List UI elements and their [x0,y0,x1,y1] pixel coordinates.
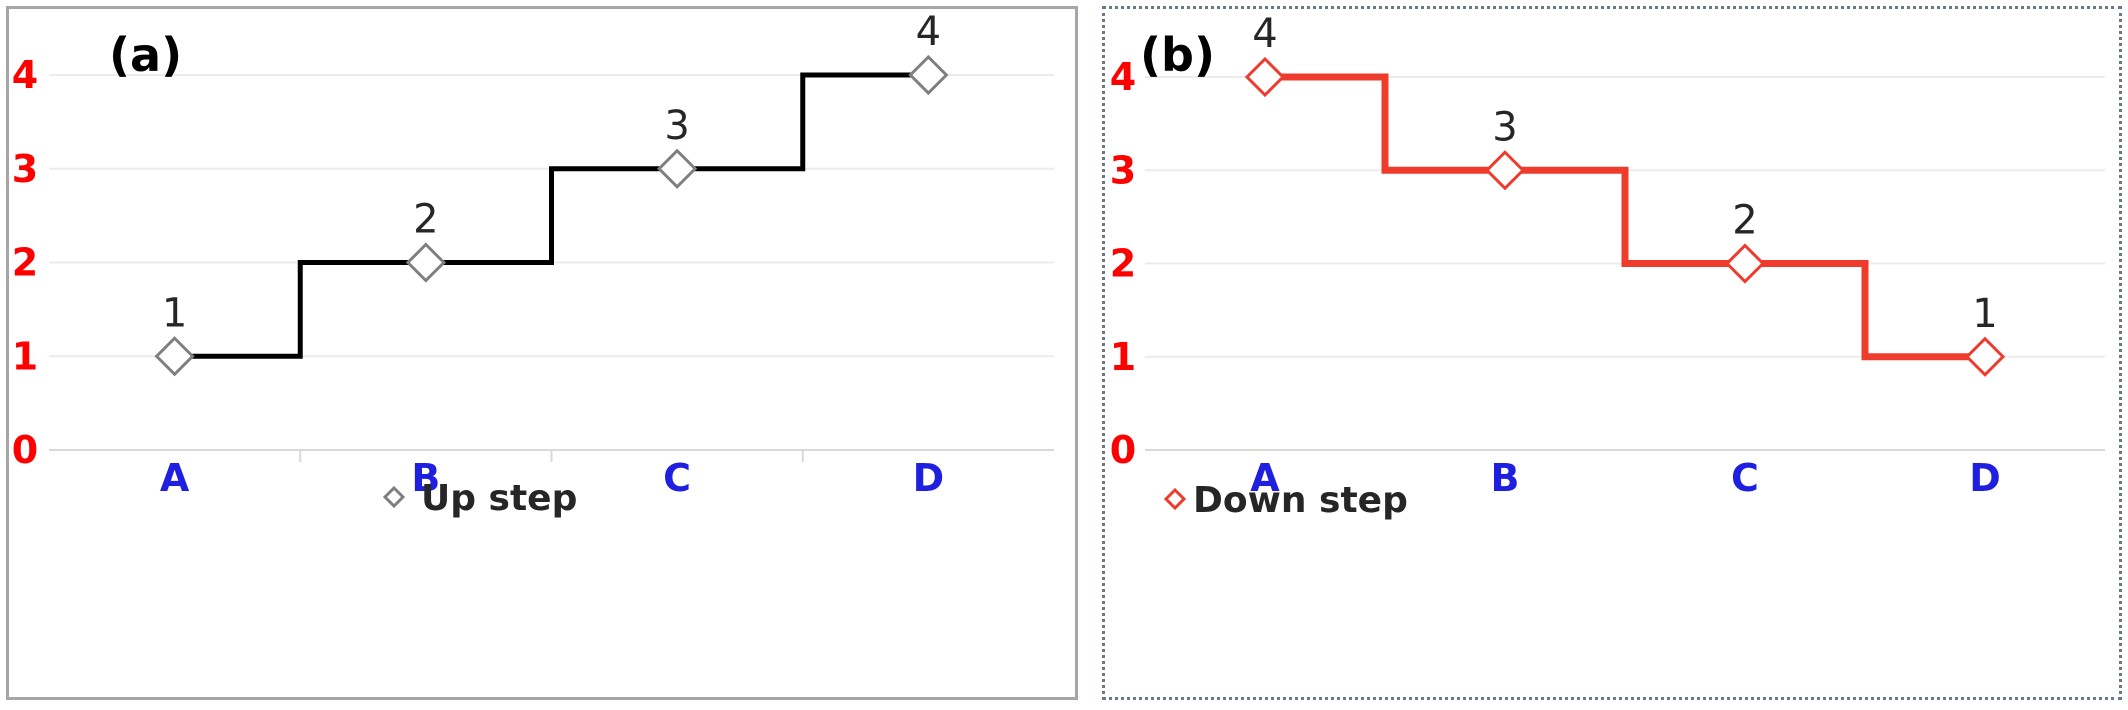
x-tick-label: C [663,456,691,500]
y-tick-label: 0 [1110,428,1136,472]
y-tick-label: 3 [12,147,38,191]
data-label: 2 [413,197,438,243]
y-tick-label: 4 [1110,55,1136,99]
data-point-marker [1244,56,1286,98]
panel-label: (a) [109,28,182,82]
series-step-line [1265,73,1985,361]
legend-marker [382,485,406,509]
y-tick-label: 2 [12,241,38,285]
x-tick-label: A [1250,456,1280,500]
data-label: 3 [664,103,689,149]
data-label: 1 [1972,291,1997,337]
data-point-marker [405,242,446,283]
series-step-line [174,72,929,359]
data-label: 3 [1492,104,1517,150]
data-point-marker [1964,336,2006,377]
y-tick-label: 2 [1110,242,1136,286]
y-tick-label: 1 [1110,335,1136,379]
data-point-marker [1724,243,1766,284]
legend-label: Down step [1193,480,1408,521]
legend-marker [1163,487,1187,511]
y-tick-label: 0 [12,428,38,472]
data-point-marker [154,336,195,377]
data-label: 1 [162,290,187,336]
y-tick-label: 3 [1110,148,1136,192]
legend-label: Up step [421,478,577,519]
y-tick-label: 1 [12,334,38,378]
x-tick-label: D [913,456,945,500]
x-tick-label: B [411,456,440,500]
data-point-marker [657,148,698,189]
chart-a-svg: 0 1 2 3 4A B C D (a) 1 2 3 4 Up step [12,9,1054,519]
x-tick-label: B [1491,456,1520,500]
panel-label: (b) [1140,28,1215,82]
data-point-marker [1484,150,1526,191]
data-label: 4 [1252,11,1277,57]
data-label: 2 [1732,198,1757,244]
y-tick-label: 4 [12,53,38,97]
data-label: 4 [916,9,941,55]
x-tick-label: A [160,456,190,500]
data-point-marker [908,54,949,96]
x-tick-label: C [1731,456,1759,500]
x-tick-label: D [1969,456,2001,500]
